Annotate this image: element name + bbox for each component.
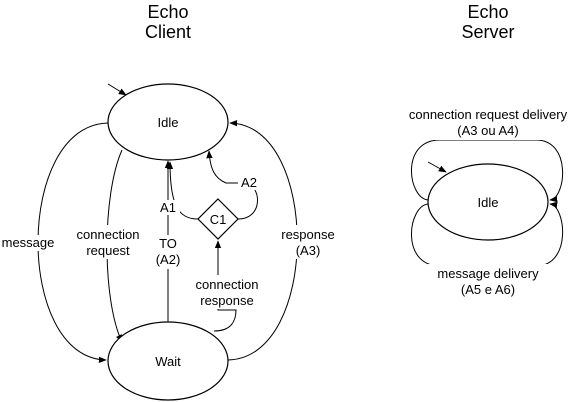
- client-wait-state: [107, 321, 229, 401]
- server-initial-arrow: [427, 161, 447, 173]
- server-idle-label: Idle: [478, 195, 499, 210]
- label-message: message: [2, 235, 55, 250]
- client-idle-label: Idle: [158, 115, 179, 130]
- client-idle-state: [107, 83, 229, 161]
- label-connection-response-2: response: [200, 293, 253, 308]
- client-initial-arrow: [107, 83, 127, 96]
- server-idle-state: [427, 163, 549, 241]
- label-a2: A2: [241, 175, 257, 190]
- decision-c1: [197, 198, 239, 240]
- client-wait-label: Wait: [155, 354, 181, 369]
- server-title-line1: Echo: [467, 2, 508, 22]
- client-title-line1: Echo: [147, 2, 188, 22]
- label-response-2: (A3): [296, 243, 321, 258]
- label-conn-req-delivery-1: connection request delivery: [409, 107, 568, 122]
- label-msg-delivery-1: message delivery: [437, 266, 539, 281]
- label-connection-response-1: connection: [196, 277, 259, 292]
- decision-c1-label: C1: [210, 212, 227, 227]
- label-timeout-1: TO: [159, 236, 177, 251]
- label-connection-request-2: request: [86, 243, 130, 258]
- edge-connection-response: [213, 240, 237, 332]
- label-conn-req-delivery-2: (A3 ou A4): [457, 123, 518, 138]
- label-connection-request-1: connection: [77, 227, 140, 242]
- server-title-line2: Server: [461, 22, 514, 42]
- label-a1: A1: [160, 200, 176, 215]
- label-timeout-2: (A2): [156, 252, 181, 267]
- label-msg-delivery-2: (A5 e A6): [461, 282, 515, 297]
- label-response-1: response: [281, 227, 334, 242]
- client-title-line2: Client: [145, 22, 191, 42]
